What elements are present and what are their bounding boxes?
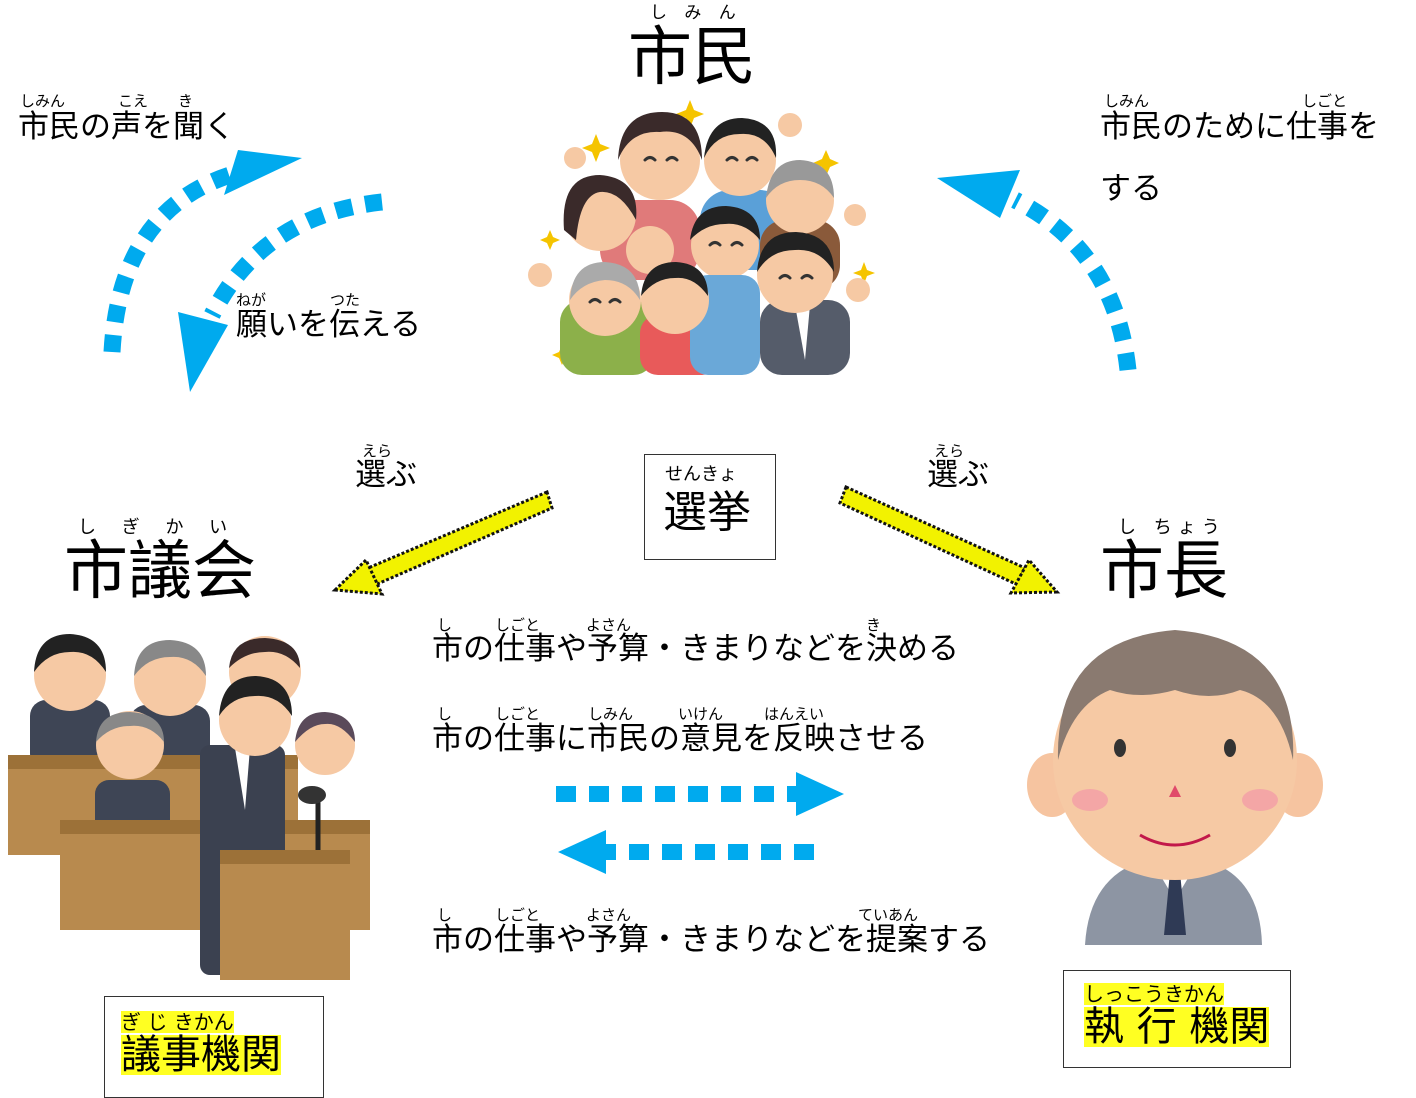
wish-ruby-1: ねが: [236, 291, 267, 309]
propose-text: 市の仕事や予算・きまりなどを提案する: [432, 922, 990, 958]
choose-left-ruby: えら: [362, 442, 393, 460]
citizens-title: 市民: [628, 21, 756, 95]
propose-ruby-2: しごと: [495, 906, 541, 924]
election-label: 選挙: [663, 487, 751, 538]
legislative-label: 議事機関: [121, 1032, 281, 1078]
reflect-ruby-2: しごと: [495, 705, 541, 723]
elect-mayor-arrow: [838, 484, 1061, 595]
reflect-ruby-5: はんえい: [764, 705, 825, 723]
wish-ruby-2: つた: [330, 291, 361, 309]
propose-ruby-1: し: [437, 906, 453, 924]
decide-text: 市の仕事や予算・きまりなどを決める: [432, 631, 959, 667]
reflect-ruby-3: しみん: [588, 705, 634, 723]
mayor-illustration: [1027, 630, 1323, 945]
decide-ruby-1: し: [437, 616, 453, 634]
listen-ruby-3: き: [178, 92, 194, 110]
election-ruby: せんきょ: [665, 464, 737, 485]
reflect-ruby-1: し: [437, 705, 453, 723]
election-box: せんきょ 選挙: [644, 454, 776, 560]
decide-ruby-2: しごと: [495, 616, 541, 634]
elect-assembly-arrow: [331, 489, 554, 596]
choose-right-ruby: えら: [934, 442, 965, 460]
listen-ruby-1: しみん: [20, 92, 66, 110]
work-label-line2: する: [1100, 171, 1162, 207]
propose-ruby-4: ていあん: [858, 906, 919, 924]
decide-ruby-4: き: [866, 616, 882, 634]
decide-ruby-3: よさん: [586, 616, 632, 634]
work-label-line1: 市民のために仕事を: [1100, 109, 1379, 145]
wish-label: 願いを伝える: [236, 307, 422, 343]
wish-arrow-arc: [204, 193, 383, 319]
citizens-ruby: し み ん: [650, 3, 742, 23]
reflect-text: 市の仕事に市民の意見を反映させる: [432, 721, 928, 757]
council-illustration: [8, 634, 370, 980]
propose-ruby-3: よさん: [586, 906, 632, 924]
work-ruby-1: しみん: [1104, 92, 1150, 110]
assembly-ruby: し ぎ か い: [78, 517, 238, 538]
executive-ruby: しっこうきかん: [1084, 982, 1224, 1006]
left-arrow-head: [558, 830, 606, 874]
citizens-illustration: [528, 100, 875, 375]
legislative-ruby: ぎ じ きかん: [121, 1010, 234, 1034]
legislative-box: ぎ じ きかん 議事機関: [104, 996, 324, 1098]
work-arrow-head: [937, 170, 1020, 218]
work-arrow-arc: [1011, 192, 1137, 371]
executive-label: 執 行 機関: [1084, 1004, 1270, 1050]
choose-right-label: 選ぶ: [927, 457, 989, 493]
listen-arrow-arc: [103, 163, 243, 353]
mayor-title: 市長: [1100, 535, 1228, 609]
mayor-ruby: し ちょう: [1118, 517, 1226, 538]
right-arrow-head: [796, 772, 844, 816]
wish-arrow-head: [178, 312, 228, 392]
listen-arrow-head: [224, 150, 302, 195]
listen-label: 市民の声を聞く: [18, 109, 235, 145]
choose-left-label: 選ぶ: [355, 457, 417, 493]
reflect-ruby-4: いけん: [678, 705, 724, 723]
assembly-title: 市議会: [64, 535, 256, 609]
work-ruby-2: しごと: [1302, 92, 1348, 110]
executive-box: しっこうきかん 執 行 機関: [1063, 970, 1291, 1068]
listen-ruby-2: こえ: [118, 92, 149, 110]
